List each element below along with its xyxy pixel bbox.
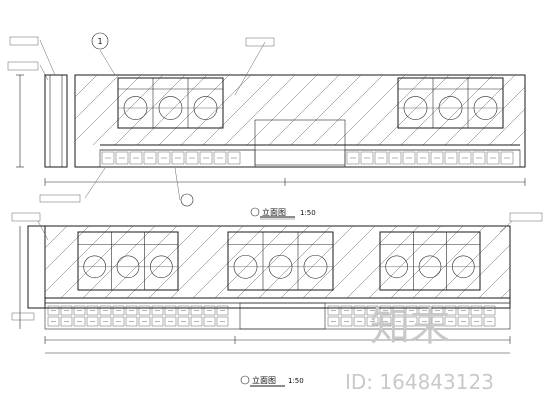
lower-view-title: 立面图 <box>252 375 276 385</box>
upper-index-marker: 1 <box>91 32 116 76</box>
upper-base-cabinet-left <box>99 149 256 168</box>
upper-feature-panel <box>254 119 346 166</box>
lower-left-column <box>27 225 46 309</box>
lower-window-units <box>77 231 481 291</box>
lower-view-scale: 1:50 <box>288 377 304 385</box>
upper-section-marker <box>180 193 194 207</box>
lower-title-block: 立面图 1:50 <box>240 375 304 387</box>
watermark-brand: 知末 <box>370 304 450 350</box>
index-marker-number: 1 <box>97 37 102 46</box>
upper-drawers <box>101 151 514 165</box>
upper-base-cabinet-right <box>344 149 521 168</box>
watermark: 知末 ID: 164843123 <box>345 304 494 394</box>
upper-view-title: 立面图 <box>262 207 286 217</box>
lower-glass-hatch <box>45 226 510 299</box>
lower-feature-panel <box>239 302 326 330</box>
upper-view-scale: 1:50 <box>300 209 316 217</box>
lower-elevation: 立面图 1:50 <box>11 212 543 387</box>
upper-elevation: 1 立面图 1:50 <box>7 32 526 220</box>
upper-window-units <box>117 77 504 129</box>
watermark-id: ID: 164843123 <box>345 370 494 394</box>
upper-left-column <box>44 74 68 168</box>
upper-leaders <box>7 36 275 203</box>
upper-title-block: 立面图 1:50 <box>250 207 316 220</box>
lower-leaders <box>11 212 543 321</box>
lower-drawers <box>47 305 496 327</box>
upper-wall-outline <box>74 74 526 168</box>
upper-glass-hatch <box>75 75 525 146</box>
